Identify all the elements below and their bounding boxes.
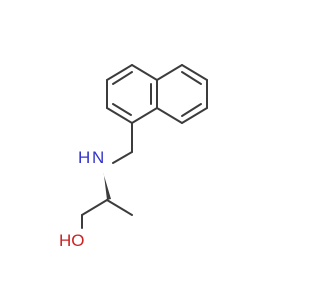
bond — [156, 107, 183, 124]
molecule-svg: H N HO — [59, 64, 208, 250]
bond — [156, 64, 183, 81]
double-bond-inner — [181, 71, 202, 85]
bond — [181, 107, 208, 124]
bond — [181, 64, 208, 81]
amine-n-label: N — [92, 148, 104, 167]
bond-to-ch2oh — [81, 199, 108, 216]
bond-ch2-to-n — [112, 151, 133, 164]
bond — [106, 107, 133, 124]
hydroxyl-label: HO — [59, 231, 85, 250]
molecule-structure-canvas: H N HO — [59, 64, 208, 250]
bond — [131, 64, 158, 81]
wedge-bond — [103, 172, 111, 200]
naphthalene-right-ring — [156, 64, 208, 124]
double-bond-inner — [112, 103, 132, 116]
amine-h-label: H — [78, 148, 90, 167]
bond — [106, 64, 133, 81]
bond — [131, 107, 158, 124]
naphthalene-left-ring — [106, 64, 158, 124]
bond-methyl — [106, 199, 133, 216]
double-bond-inner — [181, 103, 202, 117]
double-bond-inner — [112, 71, 133, 85]
